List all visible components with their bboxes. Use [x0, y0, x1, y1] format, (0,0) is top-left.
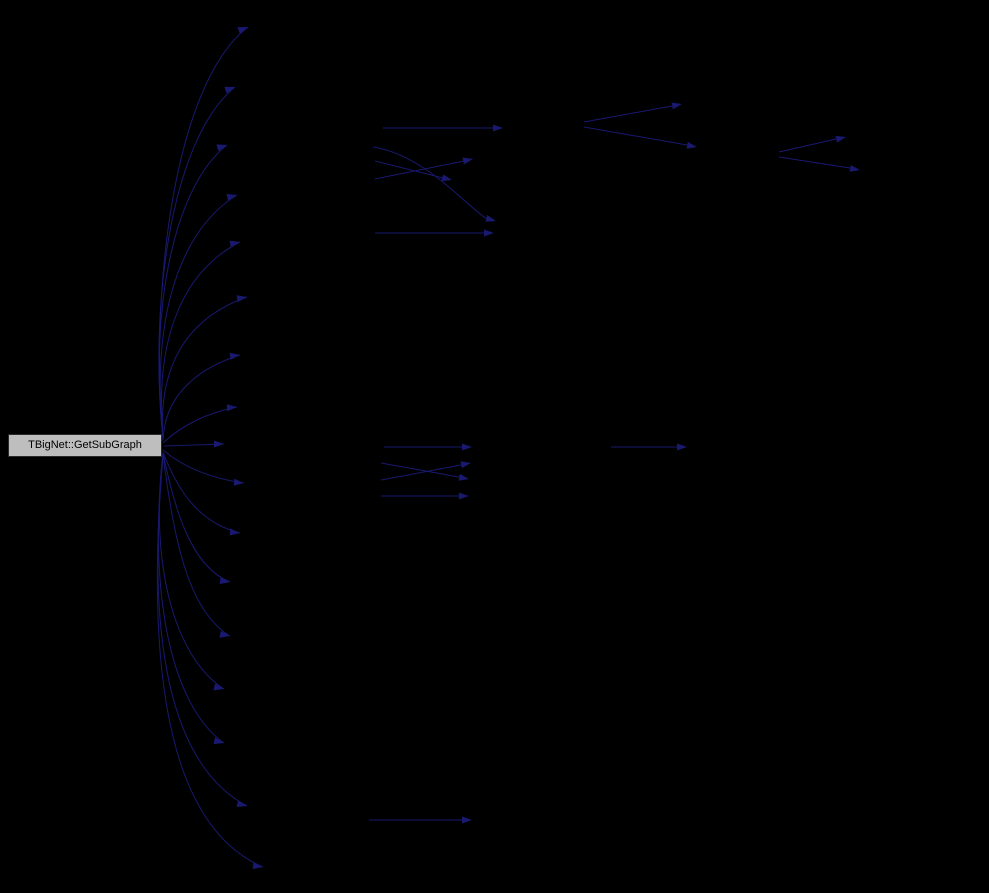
edge: [157, 453, 225, 745]
arrowhead-icon: [459, 492, 469, 500]
arrowhead-icon: [835, 135, 846, 143]
edge: [159, 194, 238, 439]
arrowhead-icon: [686, 141, 697, 149]
edge: [160, 240, 241, 440]
arrowhead-icon: [462, 157, 473, 165]
arrowhead-icon: [441, 174, 452, 182]
edge: [778, 135, 846, 153]
arrowhead-icon: [462, 443, 472, 451]
edge: [163, 440, 225, 448]
edge: [383, 124, 503, 132]
arrowhead-icon: [849, 164, 860, 172]
edge: [374, 157, 473, 180]
edge: [583, 126, 697, 149]
arrowhead-icon: [252, 862, 263, 870]
edge: [156, 455, 264, 870]
arrowhead-icon: [219, 630, 230, 638]
edge: [381, 492, 469, 500]
arrowhead-icon: [216, 144, 227, 152]
edge: [374, 160, 452, 182]
arrowhead-icon: [237, 27, 248, 34]
arrowhead-icon: [229, 352, 240, 360]
edge: [380, 461, 471, 481]
edge: [778, 156, 860, 172]
arrowhead-icon: [229, 528, 240, 536]
edge: [158, 26, 249, 438]
arrowhead-icon: [460, 461, 471, 469]
arrowhead-icon: [224, 86, 235, 94]
arrowhead-icon: [226, 404, 237, 412]
arrowhead-icon: [214, 440, 224, 448]
edge: [162, 352, 241, 442]
edge: [369, 816, 472, 824]
arrowhead-icon: [236, 800, 247, 807]
edge: [158, 144, 228, 439]
edge: [162, 452, 231, 585]
edge: [162, 449, 245, 486]
edge: [384, 443, 472, 451]
function-node-label: TBigNet::GetSubGraph: [28, 439, 142, 451]
arrowhead-icon: [213, 737, 224, 745]
edge: [375, 229, 494, 237]
arrowhead-icon: [226, 194, 237, 201]
edge: [162, 451, 241, 536]
arrowhead-icon: [233, 478, 244, 486]
edge: [372, 146, 496, 222]
edge: [162, 404, 238, 444]
edge: [583, 102, 682, 123]
arrowhead-icon: [229, 240, 240, 248]
arrowhead-icon: [671, 102, 682, 110]
function-node: TBigNet::GetSubGraph: [8, 434, 162, 457]
edge: [162, 453, 231, 638]
arrowhead-icon: [236, 295, 247, 303]
edge: [158, 86, 236, 438]
arrowhead-icon: [458, 473, 469, 481]
arrowhead-icon: [462, 816, 472, 824]
arrowhead-icon: [677, 443, 687, 451]
edge: [611, 443, 687, 451]
edge: [161, 295, 248, 441]
arrowhead-icon: [213, 683, 224, 691]
arrowhead-icon: [485, 215, 496, 222]
arrowhead-icon: [493, 124, 503, 132]
arrowhead-icon: [484, 229, 494, 237]
arrowhead-icon: [219, 577, 230, 585]
edge: [380, 462, 469, 481]
